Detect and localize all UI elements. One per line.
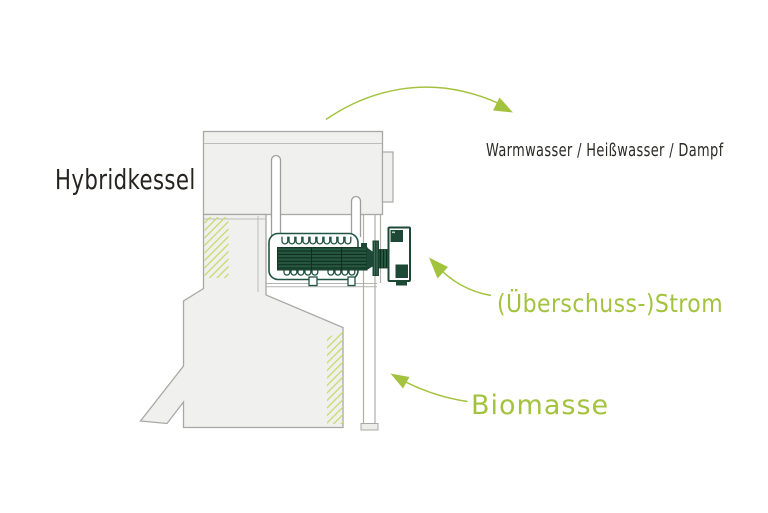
boiler-body-outline [139,213,344,429]
heater-coils-top [281,236,352,245]
riser-pipe-right [350,195,362,237]
electric-heater [268,226,411,287]
boiler-side-tab [381,151,394,203]
hatch-right [327,330,343,424]
heater-rod-bundle [277,247,368,271]
electricity-label: (Überschuss-)Strom [497,289,724,318]
control-box-label-mark [392,231,395,234]
chamber-floor-lines [266,283,377,288]
biomass-arrow-icon [390,373,468,403]
steam-arrow-icon [325,86,513,121]
heating-pipes [270,154,362,237]
diagram-title: Hybridkessel [55,163,196,196]
output-label: Warmwasser / Heißwasser / Dampf [486,140,724,161]
heater-foot-left [308,276,318,287]
biomass-label: Biomasse [471,390,610,421]
hatch-left [204,217,229,278]
control-box-foot [396,281,407,286]
heater-flange [372,240,379,276]
heater-taper [367,247,373,270]
channel-foot [360,423,379,431]
heater-foot-right [347,276,356,287]
heater-coils-bottom [283,267,356,276]
sensor-nub [361,243,367,248]
flange-plate-lines [374,242,378,275]
boiler-top-section [202,130,394,216]
control-box-panel-bottom [395,264,408,278]
riser-pipe-left [270,154,282,237]
rod-bundle-seams [311,247,342,270]
electricity-arrow-icon [429,257,492,297]
boiler-body [139,213,344,429]
